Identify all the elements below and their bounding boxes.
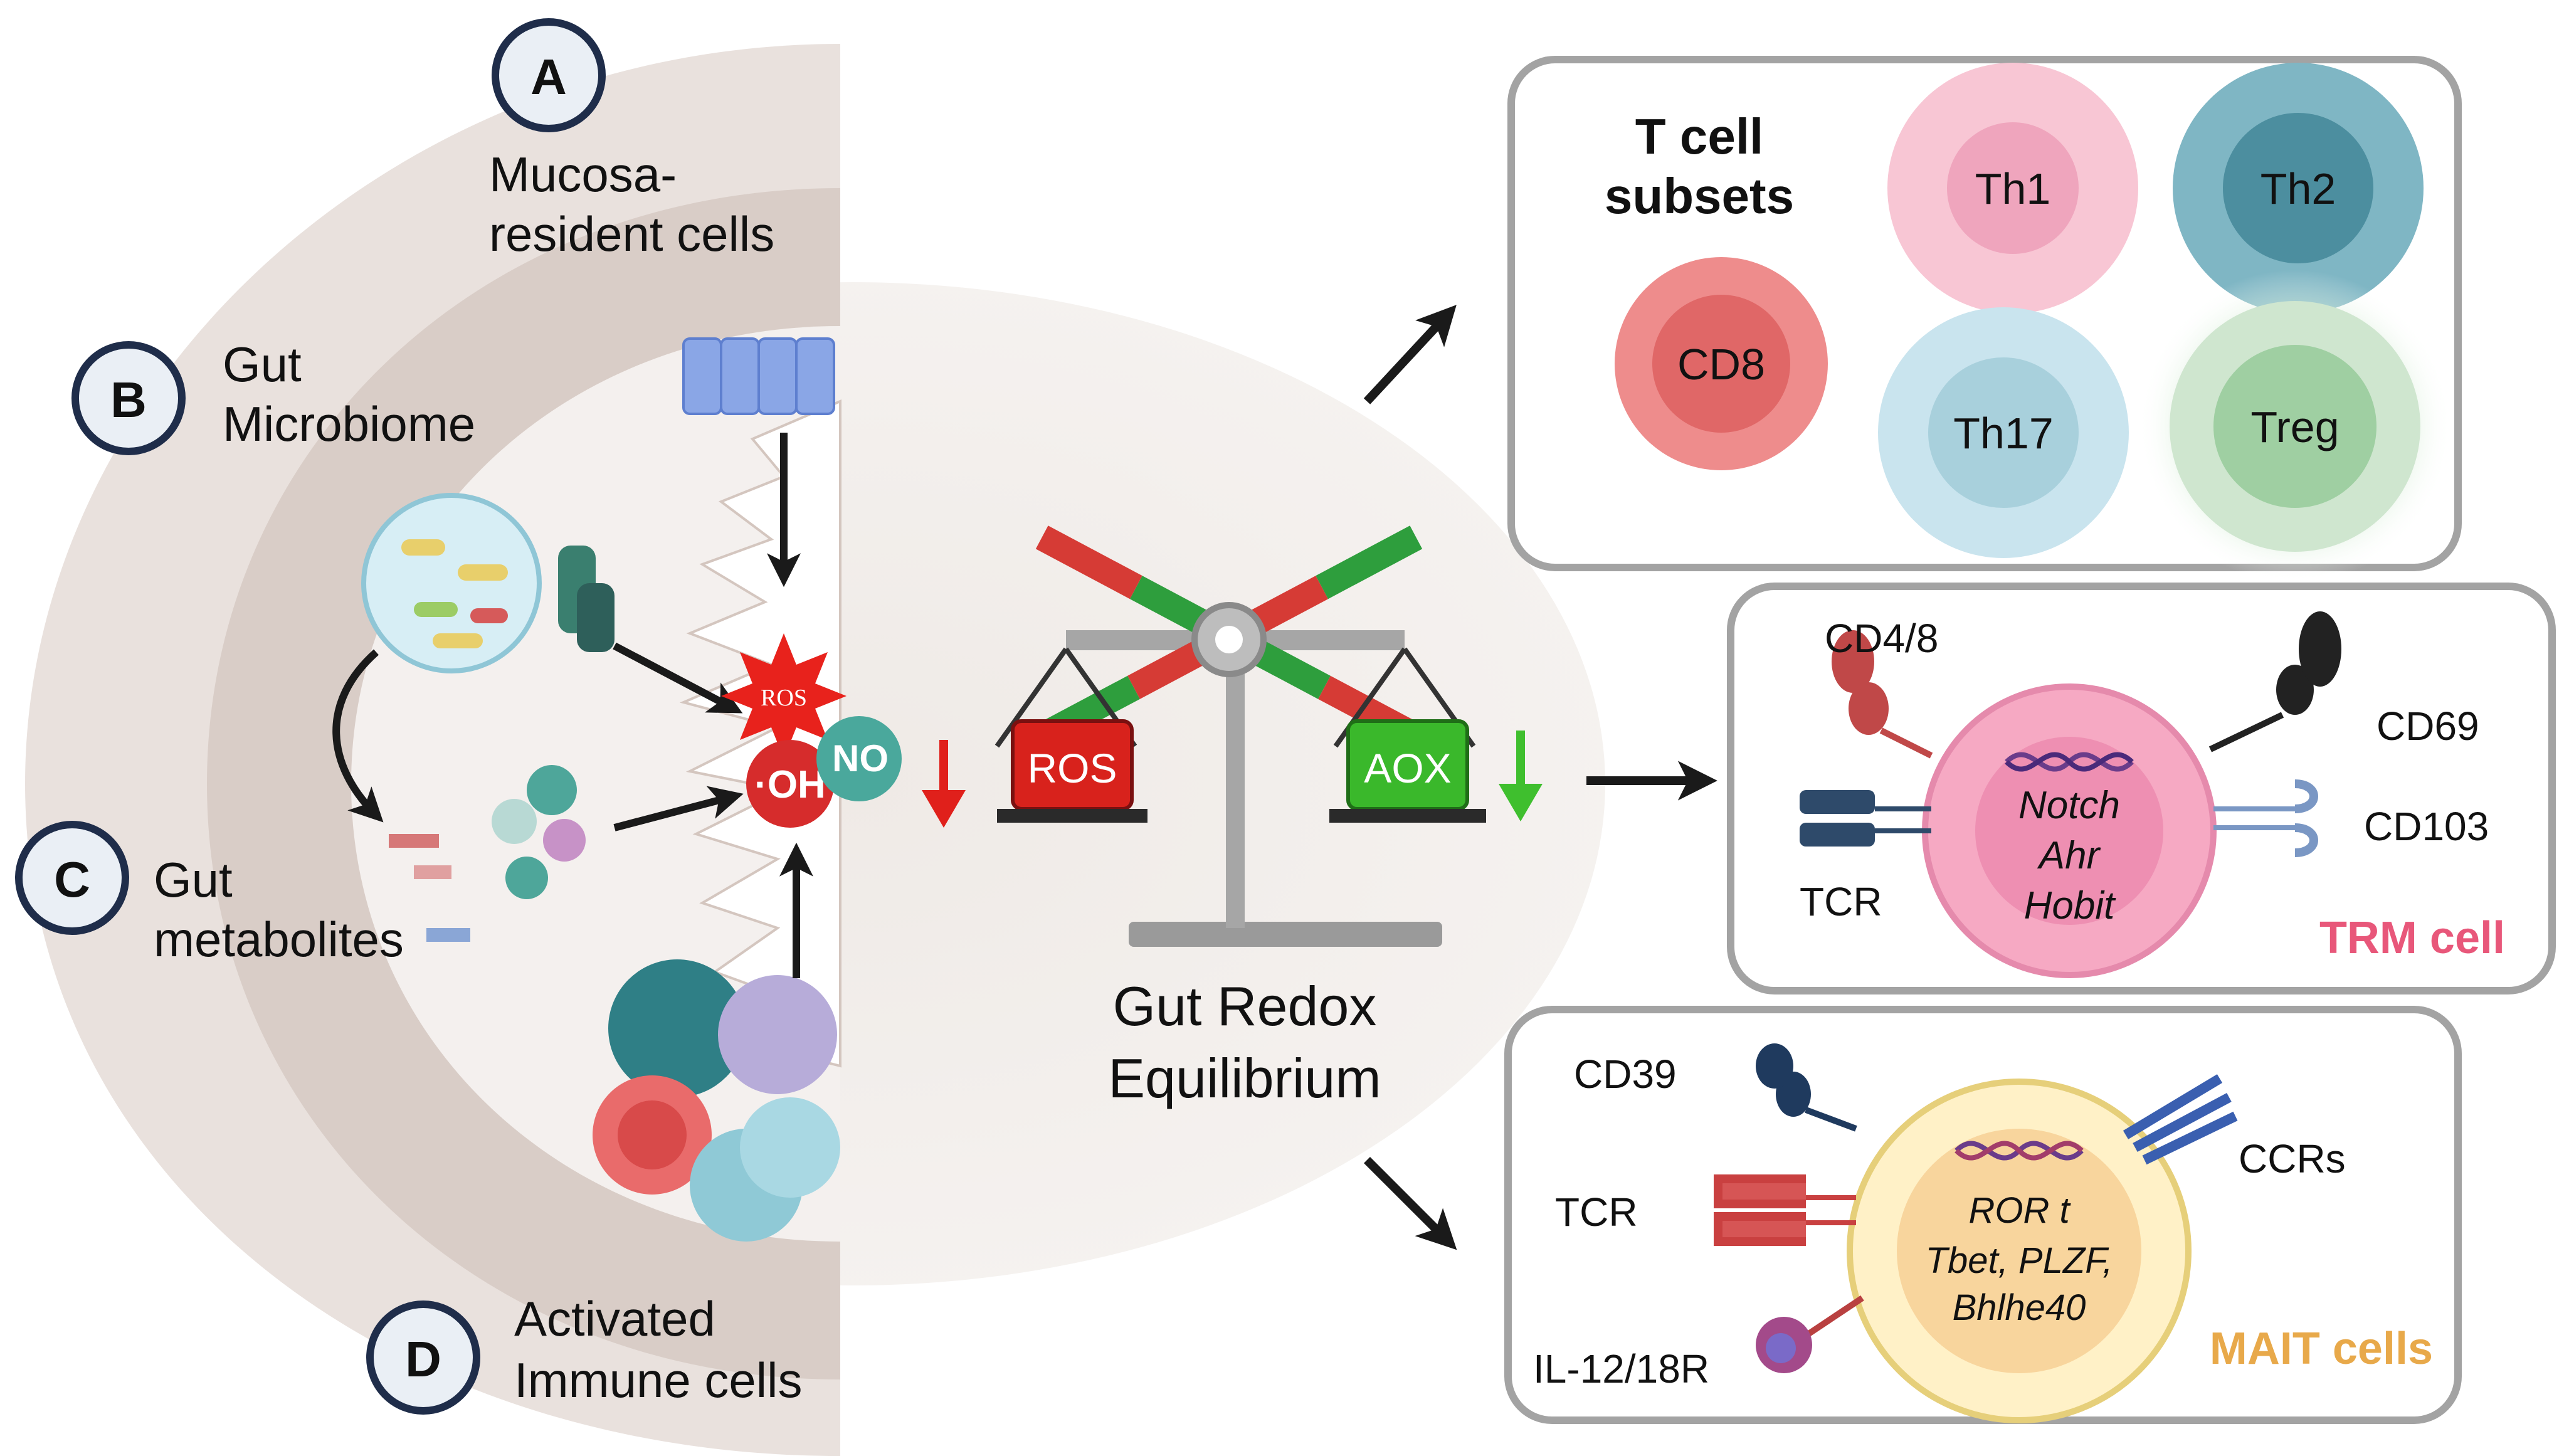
panel-b: B Gut Microbiome <box>71 337 475 455</box>
aox-pan-label: AOX <box>1364 745 1451 791</box>
trm-panel: Notch Ahr Hobit CD4/8 TCR CD69 <box>1727 583 2556 994</box>
arrow-to-mait <box>1364 1157 1457 1250</box>
panel-b-label-2: Microbiome <box>223 396 475 451</box>
tcell-subsets-panel: T cell subsets CD8 Th1 Th2 Th17 Treg <box>1507 56 2462 583</box>
trm-tcr-label: TCR <box>1800 879 1882 924</box>
ros-burst-label: ROS <box>761 685 807 711</box>
th1-label: Th1 <box>1975 164 2051 213</box>
gut-cross-section <box>25 44 841 1456</box>
th17-cell: Th17 <box>1878 307 2129 558</box>
mait-tcr-label: TCR <box>1555 1190 1638 1235</box>
panel-b-letter: B <box>110 372 147 428</box>
mait-il-label: IL-12/18R <box>1533 1346 1709 1391</box>
mait-cd39-receptor <box>1756 1043 1857 1132</box>
trm-cd103-label: CD103 <box>2364 804 2489 849</box>
ros-pan-label: ROS <box>1027 745 1117 791</box>
mait-cell: ROR t Tbet, PLZF, Bhlhe40 <box>1847 1079 2192 1423</box>
no-label: NO <box>832 737 889 779</box>
panel-c-label-2: metabolites <box>154 912 404 967</box>
th17-label: Th17 <box>1953 409 2054 458</box>
trm-gene-2: Ahr <box>2037 834 2101 877</box>
mait-cd39-label: CD39 <box>1574 1052 1677 1097</box>
trm-gene-3: Hobit <box>2024 884 2117 927</box>
mait-ccr-receptors <box>2123 1074 2238 1165</box>
panel-d-label-2: Immune cells <box>514 1353 802 1408</box>
mait-tcr-receptor <box>1714 1174 1856 1246</box>
trm-tcr-receptor <box>1800 790 1931 847</box>
treg-cell: Treg <box>2138 270 2452 583</box>
trm-cd69-label: CD69 <box>2376 704 2479 749</box>
panel-d: D Activated Immune cells <box>366 1291 802 1415</box>
microbiome-bubble <box>361 493 615 673</box>
panel-a-label-2: resident cells <box>489 206 774 261</box>
mait-gene-2: Tbet, PLZF, <box>1926 1240 2113 1281</box>
tcell-subsets-title-2: subsets <box>1605 168 1794 224</box>
trm-cd48-label: CD4/8 <box>1825 616 1938 661</box>
balance-title-2: Equilibrium <box>1108 1047 1381 1109</box>
trm-cd48-receptor <box>1832 630 1933 759</box>
tcell-subsets-title-1: T cell <box>1635 108 1764 164</box>
th2-label: Th2 <box>2260 164 2336 213</box>
panel-a-letter: A <box>530 49 567 105</box>
panel-c-letter: C <box>54 852 90 907</box>
mait-gene-3: Bhlhe40 <box>1953 1287 2086 1328</box>
trm-gene-1: Notch <box>2018 784 2120 827</box>
metabolites <box>389 765 586 942</box>
trm-cd103-receptor <box>2213 779 2318 857</box>
panel-a-label-1: Mucosa- <box>489 147 677 202</box>
panel-a: A Mucosa- resident cells <box>489 18 774 261</box>
trm-cd69-receptor <box>2208 611 2341 752</box>
panel-d-letter: D <box>405 1331 441 1387</box>
balance-title-1: Gut Redox <box>1113 975 1377 1037</box>
immune-cells <box>593 959 840 1242</box>
trm-cell: Notch Ahr Hobit <box>1922 683 2217 978</box>
radicals: ROS ·OH NO <box>721 633 902 828</box>
ros-pan: ROS <box>997 719 1147 823</box>
treg-label: Treg <box>2250 403 2339 451</box>
th2-cell: Th2 <box>2173 63 2424 314</box>
panel-d-label-1: Activated <box>514 1291 715 1346</box>
th1-cell: Th1 <box>1887 63 2138 314</box>
cd8-label: CD8 <box>1677 340 1765 389</box>
panel-c: C Gut metabolites <box>15 821 404 967</box>
arrow-c-to-radicals <box>613 786 744 831</box>
arrow-to-tcell-subsets <box>1363 305 1457 404</box>
mait-panel: ROR t Tbet, PLZF, Bhlhe40 CD39 TCR IL-12… <box>1504 1006 2462 1424</box>
trm-title: TRM cell <box>2319 913 2505 963</box>
mait-ccrs-label: CCRs <box>2239 1136 2346 1181</box>
aox-down-arrow <box>1499 731 1543 821</box>
ros-down-arrow <box>922 740 966 828</box>
aox-pan: AOX <box>1329 719 1486 823</box>
mait-il-receptor <box>1756 1295 1864 1373</box>
mait-title: MAIT cells <box>2210 1324 2433 1374</box>
epithelial-cells <box>682 337 835 415</box>
panel-b-label-1: Gut <box>223 337 302 392</box>
hydroxyl-label: ·OH <box>754 763 826 806</box>
cd8-cell: CD8 <box>1615 257 1828 470</box>
arrow-b-to-radicals <box>613 642 743 714</box>
mait-gene-1: ROR t <box>1968 1190 2071 1231</box>
panel-c-label-1: Gut <box>154 852 233 907</box>
arrow-b-to-c <box>332 649 384 823</box>
